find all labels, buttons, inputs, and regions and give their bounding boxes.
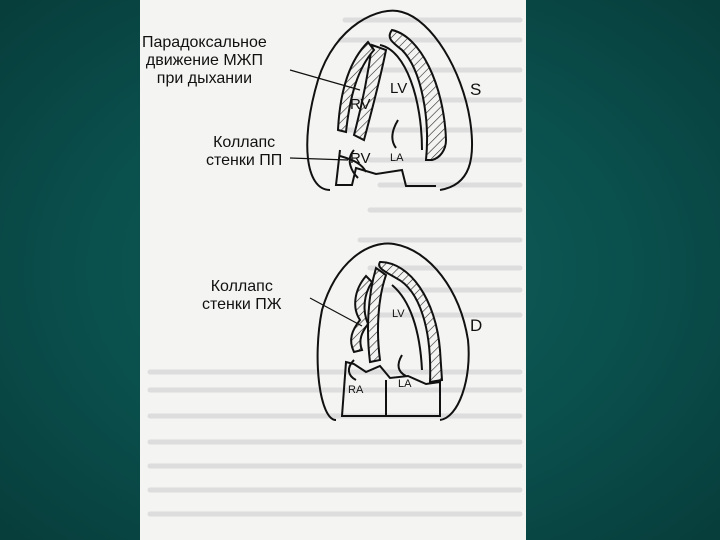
label-ra-collapse-line-1: Коллапс [213, 134, 276, 151]
lv-cavity-top [379, 44, 423, 151]
heart-diagram-systole [306, 9, 474, 191]
pericardium-outline-bottom [316, 242, 470, 421]
label-rv-collapse-line-2: стенки ПЖ [202, 296, 282, 313]
panel-letter-s: S [470, 80, 482, 99]
scanned-page: Парадоксальное движение МЖП при дыхании … [140, 0, 526, 540]
echo-diagram [147, 9, 523, 517]
leader-lines-top [289, 69, 361, 161]
panel-letter-d: D [470, 316, 483, 335]
chamber-rv-lower-top: RV [350, 150, 371, 167]
label-rv-collapse: Коллапс стенки ПЖ [202, 278, 282, 314]
lv-cavity-bottom [391, 284, 423, 371]
tricuspid-valve-top [348, 149, 359, 179]
chamber-lv-top: LV [390, 80, 408, 97]
leader-lines-bottom [309, 297, 363, 327]
ghost-text-lines [147, 17, 523, 517]
label-septum-line-2: движение МЖП [145, 52, 263, 69]
chamber-la-bottom: LA [398, 378, 412, 390]
label-septum-line-1: Парадоксальное [142, 34, 267, 51]
chamber-ra-bottom: RA [348, 384, 364, 396]
pericardium-outline-top [306, 9, 474, 191]
rv-wall-top [336, 40, 376, 134]
ra-collapsed-wall [339, 155, 367, 173]
label-ra-collapse: Коллапс стенки ПП [206, 134, 282, 170]
label-ra-collapse-line-2: стенки ПП [206, 152, 283, 169]
heart-diagram-diastole [316, 242, 470, 421]
tricuspid-valve-bottom [348, 359, 357, 381]
septum-top [352, 43, 388, 142]
rv-wall-bottom [350, 274, 374, 354]
mitral-valve-top [391, 119, 399, 149]
septum-bottom [367, 266, 388, 364]
lv-wall-bottom [378, 260, 444, 384]
label-septum-line-3: при дыхании [156, 70, 253, 87]
chamber-rv-top: RV [350, 96, 371, 113]
label-rv-collapse-line-1: Коллапс [210, 278, 273, 295]
chamber-la-top: LA [390, 152, 404, 164]
lv-wall-top [388, 28, 448, 161]
atria-bottom [340, 360, 441, 417]
label-septum-motion: Парадоксальное движение МЖП при дыхании [142, 34, 267, 88]
chamber-lv-bottom: LV [392, 308, 405, 320]
mitral-valve-bottom [397, 354, 407, 377]
